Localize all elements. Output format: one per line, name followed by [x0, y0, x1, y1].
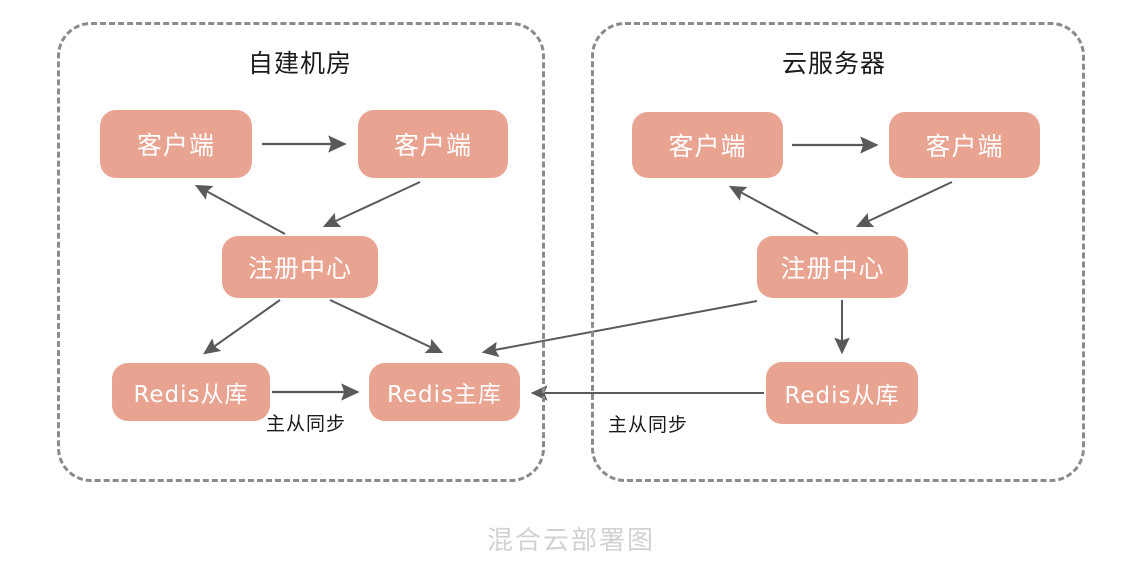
panel-frame-cloud: [591, 22, 1085, 482]
edge-lp-registry-to-client1: [194, 184, 286, 235]
node-on-premise-redis-slave[interactable]: Redis从库: [112, 363, 270, 421]
node-on-premise-registry[interactable]: 注册中心: [222, 236, 378, 298]
panel-frame-on-premise: [57, 22, 545, 482]
edge-rp-registry-to-client1: [728, 185, 819, 235]
node-cloud-redis-slave[interactable]: Redis从库: [766, 362, 918, 424]
node-on-premise-redis-master[interactable]: Redis主库: [369, 363, 520, 421]
edge-label-on-premise-sync: 主从同步: [266, 413, 347, 435]
diagram-caption: 混合云部署图: [486, 526, 655, 556]
node-cloud-registry[interactable]: 注册中心: [757, 236, 908, 298]
edge-lp-registry-to-redis-slave: [203, 299, 281, 355]
edge-rp-registry-to-lp-redis-master: [481, 300, 758, 358]
edge-rp-client2-to-registry: [855, 181, 953, 228]
node-cloud-client-2[interactable]: 客户端: [889, 112, 1040, 178]
edge-label-cloud-sync: 主从同步: [608, 414, 689, 436]
edge-lp-registry-to-redis-master: [329, 299, 444, 354]
node-cloud-client-1[interactable]: 客户端: [632, 112, 783, 178]
panel-title-on-premise: 自建机房: [247, 49, 352, 78]
node-on-premise-client-1[interactable]: 客户端: [100, 110, 252, 178]
panel-title-cloud: 云服务器: [781, 49, 886, 78]
edge-lp-client2-to-registry: [322, 181, 421, 228]
node-on-premise-client-2[interactable]: 客户端: [358, 110, 508, 178]
